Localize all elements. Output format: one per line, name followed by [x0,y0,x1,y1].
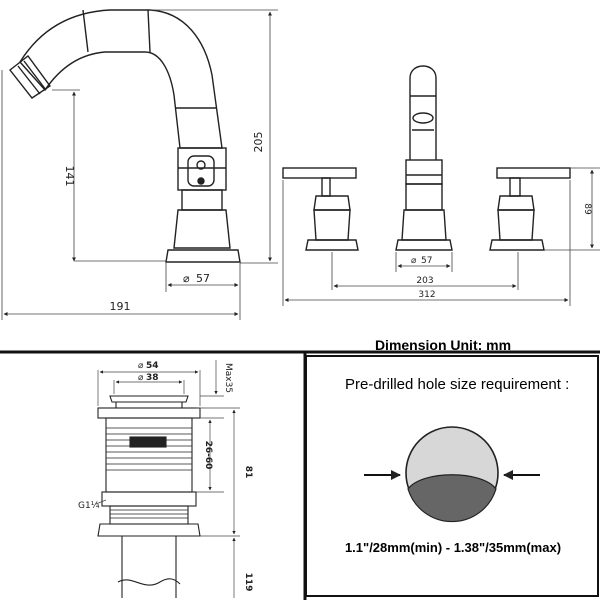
front-view-dimensions [282,167,600,306]
svg-text:⌀: ⌀ [138,361,144,371]
front-view [282,65,571,251]
drain-body [105,417,193,493]
left-valve-base [305,239,359,251]
units-label: Dimension Unit: mm [375,337,511,353]
drain-slot [129,436,167,448]
svg-text:⌀: ⌀ [411,256,417,266]
aerator [9,55,51,99]
front-base-diameter-label: 57 [421,256,432,266]
right-valve-body [497,209,535,241]
side-view-dimensions [1,9,278,320]
drain-body-range-label: 26-60 [203,441,213,470]
right-lever [496,167,571,179]
drain-total-length-label: 119 [243,573,253,592]
drain-drawing [97,395,201,598]
height-total-label: 205 [252,132,265,153]
drain-max-label: Max35 [223,363,233,393]
side-base-diameter-label: 57 [196,272,210,285]
hole-panel [305,355,599,597]
hole-size-label: 1.1"/28mm(min) - 1.38"/35mm(max) [345,540,561,555]
left-valve-body [313,209,351,241]
hole-panel-title: Pre-drilled hole size requirement : [345,376,569,393]
drain-dimensions [95,360,240,598]
drain-thread-label: G1¼ [78,501,100,511]
spout-outline [19,9,223,149]
spout-base [165,249,241,263]
drain-nut [101,491,197,507]
spout-seam-2 [147,9,151,53]
drain-threads [106,427,192,471]
diameter-symbol: ⌀ [183,272,190,285]
spout-collar [181,189,223,211]
svg-text:⌀: ⌀ [138,373,144,383]
spout-seam-1 [82,9,89,53]
drain-flange [97,407,201,419]
left-lever [282,167,357,179]
spout-lower-body [173,209,231,249]
reach-label: 191 [110,300,131,313]
valve-height-label: 89 [582,203,592,215]
pipe-break [117,578,181,586]
hole-diagram [364,426,540,523]
drain-washer [109,505,189,525]
height-spout-label: 141 [63,166,76,187]
drain-lock-nut [97,523,201,537]
front-spout-base [395,239,453,251]
spout-knob [187,155,215,187]
side-view [9,9,241,263]
hole-inner-shade [407,474,497,523]
drain-body-length-label: 81 [243,466,253,479]
front-spout-tube [409,65,437,160]
right-valve-base [489,239,545,251]
drain-inner-diameter-label: 38 [146,373,159,383]
overall-width-label: 312 [418,290,435,300]
front-spout-body [405,159,443,185]
center-spacing-label: 203 [416,276,433,286]
drain-cap [109,395,189,403]
drain-top-diameter-label: 54 [146,361,159,371]
